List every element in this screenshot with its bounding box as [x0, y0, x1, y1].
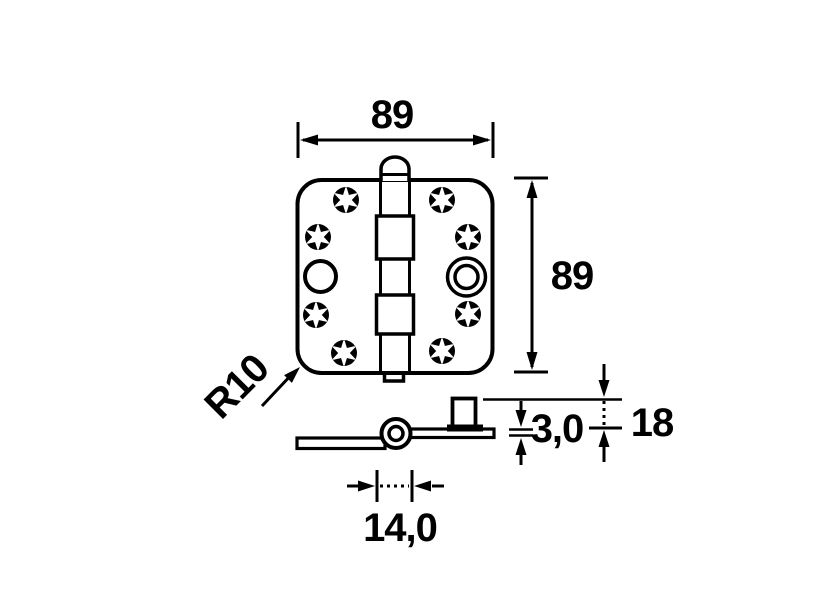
dim-width-label: 89: [371, 93, 414, 137]
torx-screw-icon: [428, 337, 456, 365]
pin-head: [379, 155, 411, 181]
knuckle-segment-upper: [374, 214, 416, 261]
dim-height-label: 89: [551, 254, 594, 298]
dimension-stud-height: 18: [589, 364, 675, 462]
dim-thickness-label: 3,0: [531, 407, 584, 451]
security-stud-flange: [447, 424, 483, 432]
arrowhead-down: [515, 410, 527, 427]
round-hole: [303, 259, 338, 294]
knuckle-segment-lower: [374, 293, 416, 336]
torx-screw-icon: [332, 186, 360, 214]
dimension-knuckle-width: 14,0: [347, 470, 444, 550]
arrowhead-down: [598, 380, 610, 397]
arrowhead-up: [515, 438, 527, 455]
knuckle-profile-inner: [387, 424, 405, 443]
dim-stud-height-label: 18: [631, 401, 674, 445]
arrowhead-up: [598, 430, 610, 447]
torx-screw-icon: [304, 223, 332, 251]
concentric-ring-inner: [453, 263, 480, 291]
torx-screw-icon: [454, 300, 482, 328]
torx-screw-icon: [330, 339, 358, 367]
left-leaf-profile: [295, 436, 387, 451]
torx-screw-icon: [454, 223, 482, 251]
torx-screw-icon: [302, 301, 330, 329]
torx-screw-icon: [428, 186, 456, 214]
dimension-leaf-thickness: 3,0: [509, 401, 584, 465]
dim-knuckle-width-label: 14,0: [363, 506, 437, 550]
hinge-front-view: [295, 155, 495, 383]
security-stud: [450, 396, 478, 429]
dimension-height: 89: [514, 176, 594, 374]
dimension-width: 89: [296, 93, 495, 158]
dim-radius-label: R10: [196, 346, 277, 427]
hinge-side-view: [295, 396, 622, 451]
arrowhead-left-pointing: [414, 480, 431, 492]
arrowhead-right: [473, 134, 491, 146]
arrowhead-up: [526, 180, 538, 198]
arrowhead-down: [526, 352, 538, 370]
arrowhead-corner: [284, 367, 300, 383]
dimension-corner-radius: R10: [196, 346, 300, 427]
arrowhead-right-pointing: [358, 480, 375, 492]
arrowhead-left: [300, 134, 318, 146]
